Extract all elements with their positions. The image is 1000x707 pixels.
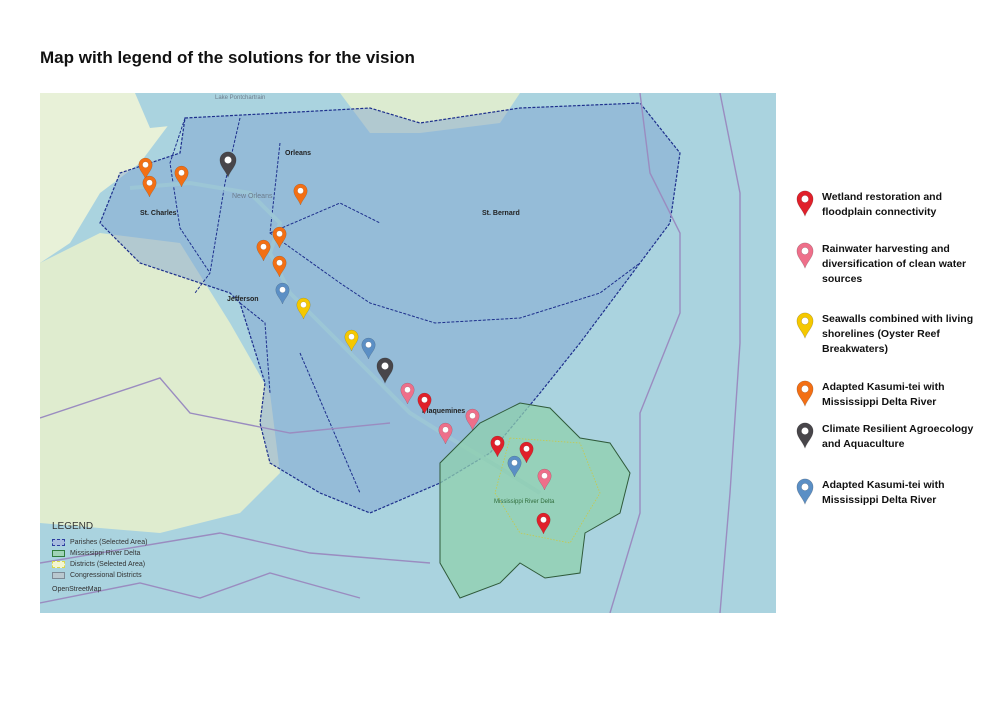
map-legend-label: Districts (Selected Area) [70,561,146,568]
map[interactable]: Orleans St. Charles St. Bernard Jefferso… [40,93,776,613]
solution-legend-item: Seawalls combined with living shorelines… [796,312,976,357]
page-title: Map with legend of the solutions for the… [40,48,415,67]
solution-legend-item: Adapted Kasumi-tei with Mississippi Delt… [796,380,976,410]
label-delta: Mississippi River Delta [494,499,555,505]
label-st-bernard: St. Bernard [482,210,520,217]
solution-legend-item: Adapted Kasumi-tei with Mississippi Delt… [796,478,976,508]
map-legend: LEGEND Parishes (Selected Area) Mississip… [52,521,147,593]
label-jefferson: Jefferson [227,296,259,303]
label-new-orleans: New Orleans [232,193,273,200]
map-legend-label: Parishes (Selected Area) [70,539,148,546]
land [40,93,200,263]
label-plaquemines: Plaquemines [422,408,466,415]
map-pin-icon [796,478,814,505]
delta-area [439,402,631,599]
solution-label: Adapted Kasumi-tei with Mississippi Delt… [822,479,945,506]
map-legend-label: Congressional Districts [70,572,142,579]
parish-boundary [169,117,641,494]
map-pin-icon [796,380,814,407]
solution-label: Adapted Kasumi-tei with Mississippi Delt… [822,381,945,408]
map-legend-label: Mississippi River Delta [70,550,141,557]
map-pin-icon [796,190,814,217]
legend-swatch [52,539,65,546]
map-legend-title: LEGEND [52,521,94,532]
map-legend-item: Parishes (Selected Area) [52,537,147,548]
legend-swatch [52,561,65,568]
map-canvas [40,93,741,613]
parishes-area [99,102,681,514]
congressional-boundary [40,93,741,613]
map-legend-item: Congressional Districts [52,570,147,581]
solution-label: Climate Resilient Agroecology and Aquacu… [822,423,974,450]
solution-legend-item: Climate Resilient Agroecology and Aquacu… [796,422,976,452]
legend-swatch [52,572,65,579]
solution-label: Seawalls combined with living shorelines… [822,313,974,355]
map-pin-icon [796,422,814,449]
land-north [340,93,520,133]
legend-swatch [52,550,65,557]
lake-pontchartrain [135,93,370,133]
label-st-charles: St. Charles [140,210,177,217]
map-legend-item: Mississippi River Delta [52,548,147,559]
solution-legend-item: Wetland restoration and floodplain conne… [796,190,976,220]
label-orleans: Orleans [285,150,312,157]
land-west [40,233,280,533]
map-pin-icon [796,312,814,339]
solution-legend-item: Rainwater harvesting and diversification… [796,242,976,287]
label-lake: Lake Pontchartrain [215,95,266,101]
map-legend-item: Districts (Selected Area) [52,559,147,570]
map-pin-icon [796,242,814,269]
district-line [494,437,601,544]
solution-label: Rainwater harvesting and diversification… [822,243,967,285]
attribution: OpenStreetMap [52,586,102,593]
solution-label: Wetland restoration and floodplain conne… [822,191,942,218]
mississippi-river [129,180,542,495]
